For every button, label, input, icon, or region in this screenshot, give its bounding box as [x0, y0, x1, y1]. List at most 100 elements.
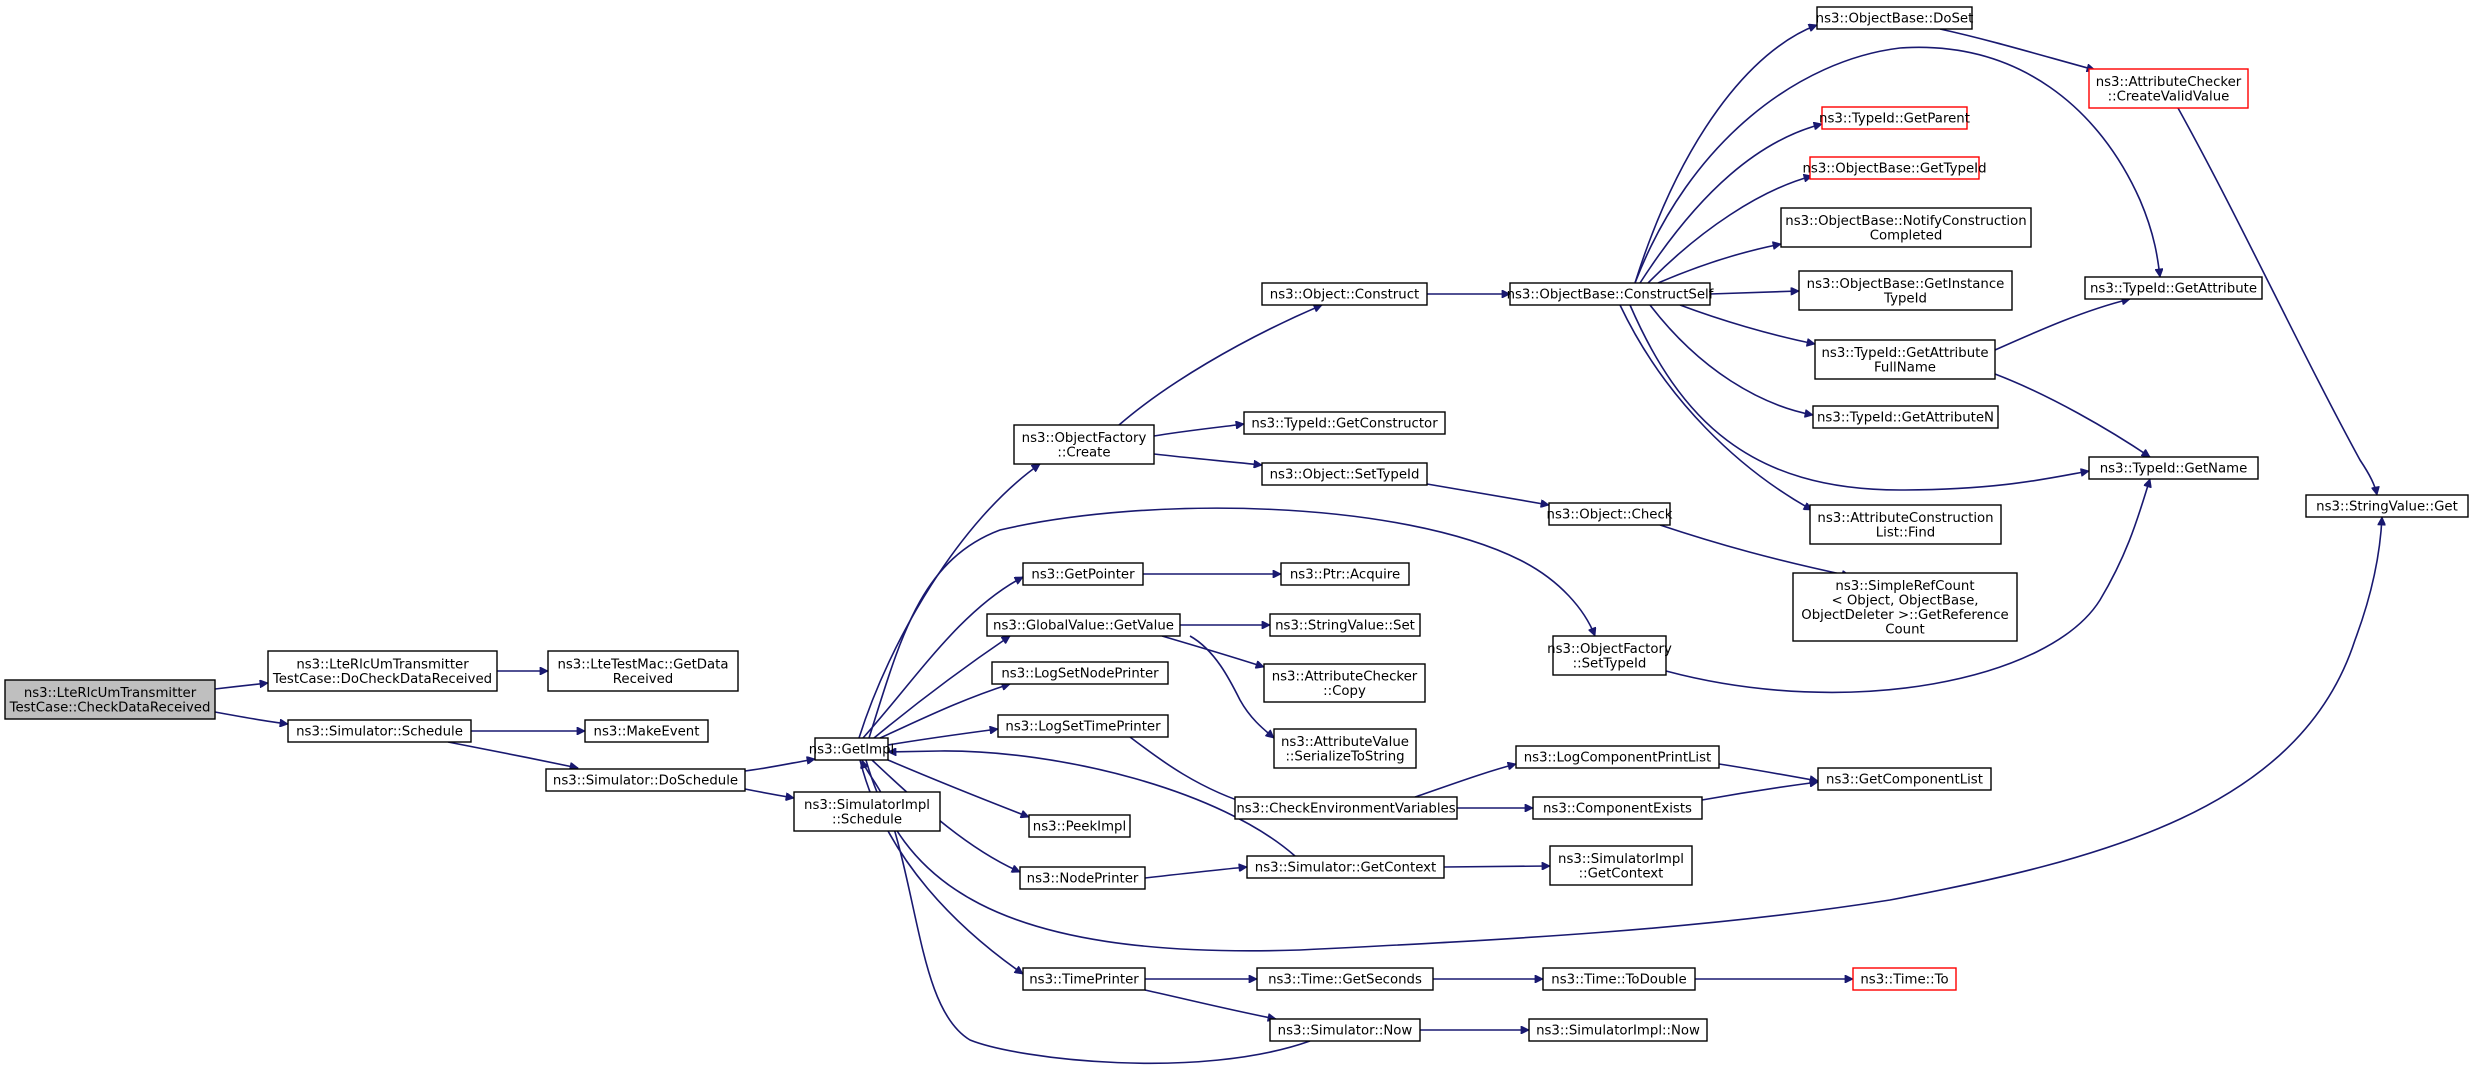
node-label: ns3::ObjectFactory	[1022, 431, 1147, 446]
nodes-layer: ns3::LteRlcUmTransmitterTestCase::CheckD…	[4, 6, 2469, 1042]
node-label: ::GetContext	[1579, 866, 1664, 881]
node-label: ns3::LteTestMac::GetData	[557, 657, 728, 672]
node-simgetcontext[interactable]: ns3::Simulator::GetContext	[1246, 855, 1445, 879]
node-timeprinter[interactable]: ns3::TimePrinter	[1022, 967, 1146, 991]
node-ofsettypeid[interactable]: ns3::ObjectFactory::SetTypeId	[1547, 635, 1672, 676]
node-simnow[interactable]: ns3::Simulator::Now	[1269, 1018, 1421, 1042]
node-logcompprint[interactable]: ns3::LogComponentPrintList	[1515, 745, 1720, 769]
node-timetodouble[interactable]: ns3::Time::ToDouble	[1542, 967, 1696, 991]
node-simimplnow[interactable]: ns3::SimulatorImpl::Now	[1528, 1018, 1708, 1042]
node-box	[986, 613, 1181, 637]
node-label: ns3::TypeId::GetAttribute	[1821, 346, 1988, 361]
node-label: ns3::CheckEnvironmentVariables	[1236, 802, 1455, 817]
edge-checkenv-to-logcompprint	[1414, 764, 1516, 798]
node-label: ns3::Object::SetTypeId	[1270, 468, 1420, 483]
node-logsetnode[interactable]: ns3::LogSetNodePrinter	[991, 661, 1169, 685]
node-timeto[interactable]: ns3::Time::To	[1852, 967, 1957, 991]
node-label: ns3::StringValue::Get	[2316, 500, 2458, 515]
node-gvgetvalue[interactable]: ns3::GlobalValue::GetValue	[986, 613, 1181, 637]
node-box	[1549, 845, 1693, 886]
node-svget[interactable]: ns3::StringValue::Get	[2305, 494, 2469, 518]
edge-constructself-to-getname	[1629, 304, 2089, 491]
node-box	[1552, 635, 1667, 676]
node-simplerefcount[interactable]: ns3::SimpleRefCount< Object, ObjectBase,…	[1792, 572, 2018, 642]
node-objcheck[interactable]: ns3::Object::Check	[1547, 502, 1673, 526]
node-doset[interactable]: ns3::ObjectBase::DoSet	[1816, 6, 1974, 30]
node-label: ns3::TypeId::GetName	[2100, 462, 2248, 477]
node-box	[1273, 728, 1417, 769]
node-constructself[interactable]: ns3::ObjectBase::ConstructSelf	[1507, 282, 1714, 306]
node-avserialize[interactable]: ns3::AttributeValue::SerializeToString	[1273, 728, 1417, 769]
node-box	[991, 661, 1169, 685]
node-box	[1532, 796, 1703, 820]
node-label: ns3::GetPointer	[1031, 568, 1135, 583]
node-makeevent[interactable]: ns3::MakeEvent	[584, 719, 709, 743]
node-label: ns3::Time::ToDouble	[1551, 973, 1686, 988]
node-label: ::Schedule	[832, 812, 902, 827]
node-label: ObjectDeleter >::GetReference	[1801, 608, 2008, 623]
node-timegetseconds[interactable]: ns3::Time::GetSeconds	[1256, 967, 1434, 991]
node-box	[1022, 967, 1146, 991]
node-getattrn[interactable]: ns3::TypeId::GetAttributeN	[1812, 405, 1999, 429]
node-doschedule[interactable]: ns3::Simulator::DoSchedule	[545, 768, 746, 792]
node-label: ns3::GlobalValue::GetValue	[993, 619, 1174, 634]
node-box	[1798, 270, 2013, 311]
node-svset[interactable]: ns3::StringValue::Set	[1269, 613, 1421, 637]
node-label: ns3::TypeId::GetConstructor	[1251, 417, 1438, 432]
edge-constructself-to-getinstancetypeid	[1709, 291, 1799, 294]
node-label: Completed	[1870, 228, 1943, 243]
node-simimplschedule[interactable]: ns3::SimulatorImpl::Schedule	[793, 791, 941, 832]
edge-gvgetvalue-to-avserialize	[1189, 635, 1274, 739]
node-objconstruct[interactable]: ns3::Object::Construct	[1261, 282, 1428, 306]
edge-simgetcontext-to-getimpl	[888, 751, 1296, 857]
edge-getimpl-to-nodeprinter	[871, 759, 1020, 872]
node-box	[1269, 1018, 1421, 1042]
node-notifyconstruction[interactable]: ns3::ObjectBase::NotifyConstructionCompl…	[1780, 207, 2032, 248]
node-ofcreate[interactable]: ns3::ObjectFactory::Create	[1013, 424, 1155, 465]
node-nodeprinter[interactable]: ns3::NodePrinter	[1019, 866, 1146, 890]
node-obgettypeid[interactable]: ns3::ObjectBase::GetTypeId	[1802, 156, 1987, 180]
node-getcomplist[interactable]: ns3::GetComponentList	[1817, 767, 1992, 791]
node-box	[1256, 967, 1434, 991]
edge-objcheck-to-simplerefcount	[1659, 524, 1850, 576]
node-peekimpl[interactable]: ns3::PeekImpl	[1028, 814, 1131, 838]
node-box	[1812, 405, 1999, 429]
node-schedule[interactable]: ns3::Simulator::Schedule	[287, 719, 472, 743]
node-box	[1816, 6, 1973, 30]
node-simimplgetctx[interactable]: ns3::SimulatorImpl::GetContext	[1549, 845, 1693, 886]
node-accopy[interactable]: ns3::AttributeChecker::Copy	[1263, 663, 1426, 703]
node-box	[1263, 663, 1426, 703]
node-getattribute[interactable]: ns3::TypeId::GetAttribute	[2084, 276, 2263, 300]
node-label: ns3::Object::Check	[1547, 508, 1673, 523]
node-label: ns3::NodePrinter	[1027, 872, 1139, 887]
node-createvalid[interactable]: ns3::AttributeChecker::CreateValidValue	[2088, 68, 2249, 109]
node-label: ns3::PeekImpl	[1033, 820, 1126, 835]
node-getname[interactable]: ns3::TypeId::GetName	[2088, 456, 2259, 480]
node-label: ns3::LteRlcUmTransmitter	[24, 686, 197, 701]
node-box	[1542, 967, 1696, 991]
node-label: < Object, ObjectBase,	[1831, 593, 1978, 608]
node-logsettime[interactable]: ns3::LogSetTimePrinter	[997, 714, 1169, 738]
node-getconstructor[interactable]: ns3::TypeId::GetConstructor	[1243, 411, 1446, 435]
node-objsettypeid[interactable]: ns3::Object::SetTypeId	[1261, 462, 1428, 486]
node-box	[545, 768, 746, 792]
node-docheck[interactable]: ns3::LteRlcUmTransmitterTestCase::DoChec…	[267, 650, 498, 692]
node-getimpl[interactable]: ns3::GetImpl	[809, 737, 894, 761]
edge-nodeprinter-to-simgetcontext	[1144, 867, 1247, 879]
node-box	[793, 791, 941, 832]
node-checkenv[interactable]: ns3::CheckEnvironmentVariables	[1234, 796, 1458, 820]
node-label: ns3::LogSetNodePrinter	[1001, 667, 1159, 682]
node-root[interactable]: ns3::LteRlcUmTransmitterTestCase::CheckD…	[4, 679, 216, 720]
node-label: ns3::TypeId::GetParent	[1819, 112, 1970, 127]
node-label: ns3::AttributeChecker	[2096, 75, 2242, 90]
node-compexists[interactable]: ns3::ComponentExists	[1532, 796, 1703, 820]
node-label: ns3::ObjectBase::GetTypeId	[1802, 162, 1986, 177]
node-ptracquire[interactable]: ns3::Ptr::Acquire	[1280, 562, 1410, 586]
node-getpointer[interactable]: ns3::GetPointer	[1022, 562, 1144, 586]
node-getparent[interactable]: ns3::TypeId::GetParent	[1819, 106, 1970, 130]
node-label: ns3::SimulatorImpl	[1558, 852, 1684, 867]
